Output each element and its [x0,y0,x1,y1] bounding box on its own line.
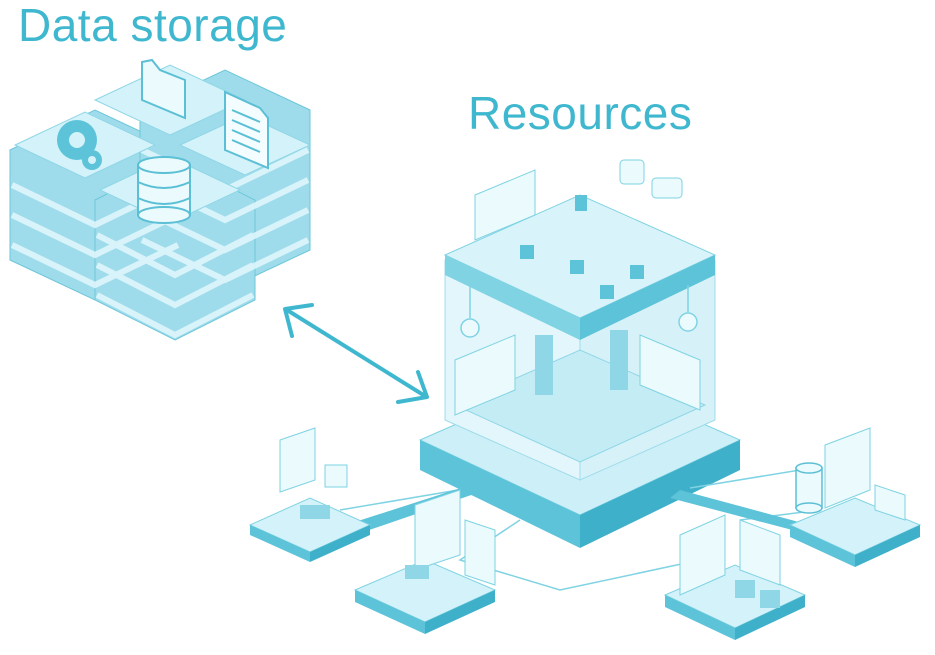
gear-icon [57,120,102,170]
folder-icon [141,58,186,120]
document-icon [224,90,269,170]
satellite-station-left-top [248,427,372,562]
satellite-station-right-bottom [663,514,807,640]
database-icon [137,156,191,224]
data-storage-label: Data storage [18,0,288,51]
bidirectional-arrow-icon [283,303,429,404]
resources-building [418,159,742,548]
satellite-station-right-top [788,427,922,567]
satellite-station-left-bottom [353,489,497,634]
resources-label: Resources [468,87,693,139]
data-storage-cluster [9,58,312,341]
